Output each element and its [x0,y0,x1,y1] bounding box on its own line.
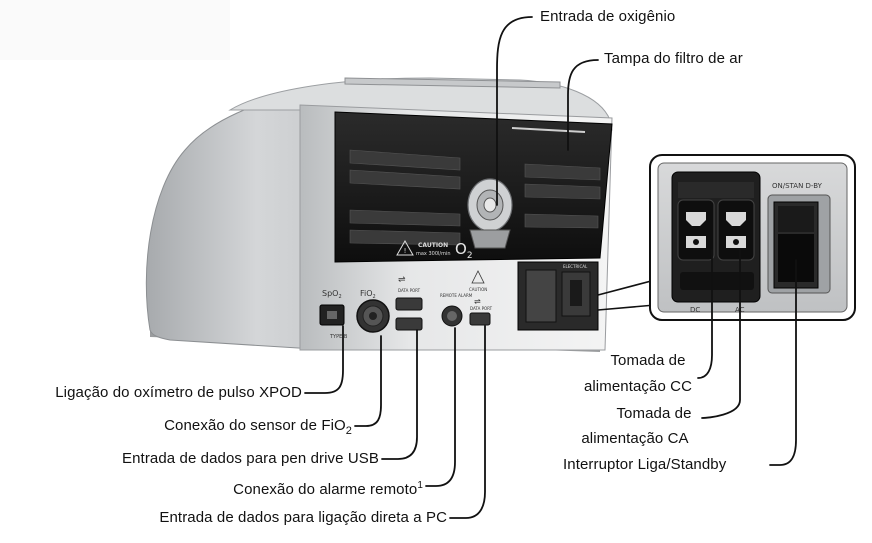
callout-remote-alarm: Conexão do alarme remoto1 [233,480,423,498]
caution-title: CAUTION [418,242,448,249]
o2-mark: O2 [455,240,473,261]
usb-port-bottom [395,317,423,331]
type-bf-label: TYPE B [329,334,348,340]
dc-socket-icon [677,199,715,261]
callout-pc-data: Entrada de dados para ligação direta a P… [159,509,447,526]
fio2-port-label: FiO2 [360,289,376,300]
caution-subtitle: max 300l/min [416,251,451,257]
callout-air-filter-cover: Tampa do filtro de ar [604,50,743,67]
ac-socket-icon [717,199,755,261]
svg-text:⇌: ⇌ [474,297,481,306]
callout-ac-outlet-line1: Tomada de [616,405,692,422]
caution-label: ! CAUTION max 300l/min O2 [396,239,473,261]
svg-text:DATA PORT: DATA PORT [398,288,421,293]
svg-text:CAUTION: CAUTION [469,287,487,292]
connector-strip: SpO2 TYPE B FiO2 ⇌ DATA PORT REMOTE ALAR… [319,261,599,340]
pc-data-port [469,312,491,326]
callout-leader-lines [304,16,797,519]
svg-text:DC: DC [690,306,700,314]
power-switch-icon [767,194,831,294]
oxygen-inlet-icon [467,178,513,249]
svg-text:ELECTRICAL: ELECTRICAL [563,264,588,269]
power-panel-inset: DC AC ON/STAN D-BY [649,154,856,321]
callout-dc-outlet-line2: alimentação CC [583,378,693,395]
callout-usb-data: Entrada de dados para pen drive USB [122,450,379,467]
svg-text:!: ! [404,247,407,255]
callout-dc-outlet-line1: Tomada de [610,352,686,369]
callout-power-switch: Interruptor Liga/Standby [563,456,727,473]
callout-fio2-sensor: Conexão do sensor de FiO2 [164,417,352,437]
svg-text:⇌: ⇌ [398,275,406,285]
spo2-port-label: SpO2 [322,289,342,300]
svg-text:REMOTE ALARM: REMOTE ALARM [440,293,473,298]
callout-ac-outlet-line2: alimentação CA [581,430,689,447]
svg-text:DATA PORT: DATA PORT [470,306,493,311]
ventilator-body: ! CAUTION max 300l/min O2 SpO2 TYPE B Fi… [145,77,613,352]
inset-connector-lines [597,279,656,311]
usb-port-top [395,297,423,311]
power-panel-label: ON/STAN D-BY [772,182,823,190]
callout-oxygen-inlet: Entrada de oxigênio [540,8,676,25]
callout-pulse-oximeter: Ligação do oxímetro de pulso XPOD [55,384,302,401]
